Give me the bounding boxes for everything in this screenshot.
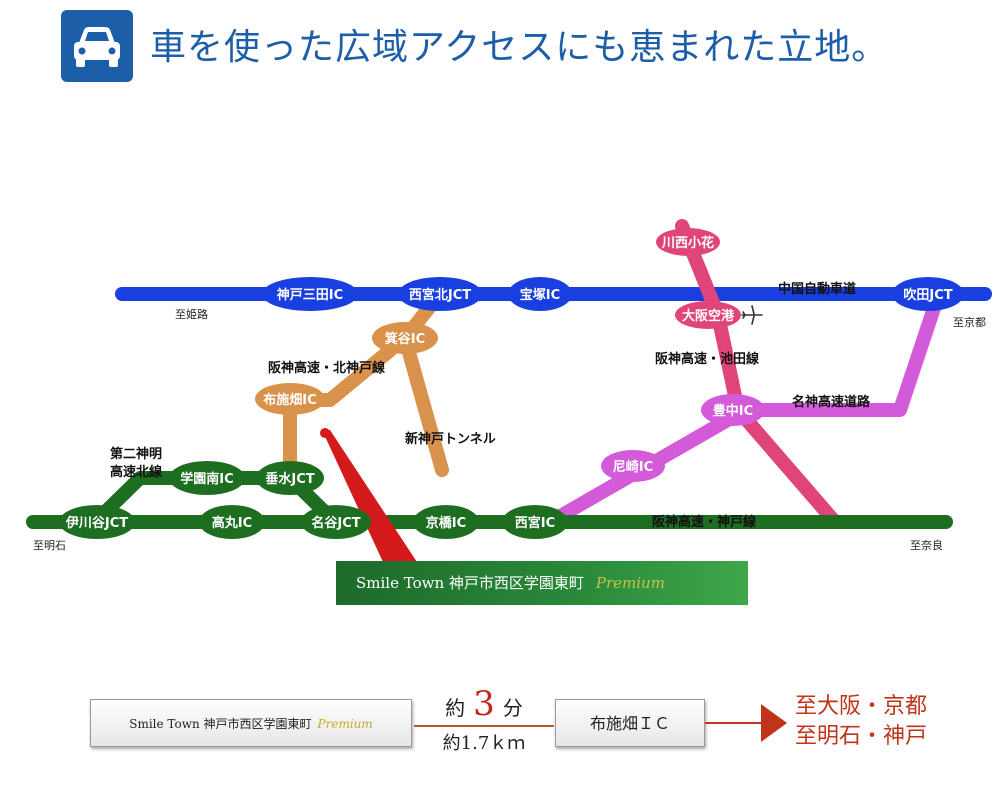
svg-text:箕谷IC: 箕谷IC <box>385 331 425 347</box>
node-fuseibata: 布施畑IC <box>255 383 325 415</box>
node-osaka-airport: 大阪空港 <box>675 301 741 329</box>
svg-text:伊川谷JCT: 伊川谷JCT <box>65 515 128 531</box>
time-value: 3 <box>473 684 495 724</box>
location-dot <box>320 428 330 438</box>
svg-text:布施畑IC: 布施畑IC <box>263 392 316 408</box>
label-chugoku: 中国自動車道 <box>778 281 856 297</box>
svg-text:垂水JCT: 垂水JCT <box>265 471 314 487</box>
location-pointer <box>323 430 417 562</box>
svg-text:高丸IC: 高丸IC <box>212 515 252 531</box>
property-banner: Smile Town 神戸市西区学園東町 Premium <box>336 561 748 605</box>
node-minoya: 箕谷IC <box>372 322 438 354</box>
label-hanshin-kitakobe: 阪神高速・北神戸線 <box>268 360 386 376</box>
hanshin-ikeda-road <box>675 219 842 529</box>
route-ic-box: 布施畑ＩＣ <box>555 699 705 747</box>
node-ikawadani: 伊川谷JCT <box>59 505 135 539</box>
svg-text:吹田JCT: 吹田JCT <box>903 287 952 303</box>
node-meiya: 名谷JCT <box>301 505 371 539</box>
route-origin-name: Smile Town 神戸市西区学園東町 <box>129 717 312 731</box>
label-to-nara: 至奈良 <box>910 538 943 552</box>
travel-distance: 約1.7ｋｍ <box>442 733 526 754</box>
svg-text:宝塚IC: 宝塚IC <box>520 287 560 303</box>
node-kawanishi-obana: 川西小花 <box>656 228 720 256</box>
label-to-himeji: 至姫路 <box>175 307 208 321</box>
node-toyonaka: 豊中IC <box>701 394 765 426</box>
node-kobe-sanda: 神戸三田IC <box>262 277 358 311</box>
destination-osaka-kyoto: 至大阪・京都 <box>795 694 928 719</box>
arrow-right-icon <box>705 704 787 742</box>
node-takarazuka: 宝塚IC <box>508 277 572 311</box>
page-title: 車を使った広域アクセスにも恵まれた立地。 <box>150 27 889 68</box>
time-unit: 分 <box>502 696 523 720</box>
airplane-icon <box>741 305 763 325</box>
svg-text:尼崎IC: 尼崎IC <box>613 459 653 475</box>
node-tarumi: 垂水JCT <box>256 461 324 495</box>
label-to-akashi: 至明石 <box>33 539 66 552</box>
route-origin-box: Smile Town 神戸市西区学園東町 Premium <box>90 699 412 747</box>
svg-text:川西小花: 川西小花 <box>661 235 714 251</box>
svg-text:西宮北JCT: 西宮北JCT <box>409 287 471 303</box>
label-to-kyoto: 至京都 <box>953 315 986 329</box>
route-ic-name: 布施畑ＩＣ <box>589 714 670 733</box>
svg-text:神戸三田IC: 神戸三田IC <box>277 287 343 303</box>
label-daini-shinmei-2: 高速北線 <box>110 464 163 480</box>
time-prefix: 約 <box>445 696 466 720</box>
banner-premium: Premium <box>595 574 665 592</box>
svg-text:京橋IC: 京橋IC <box>426 515 466 531</box>
banner-name: Smile Town 神戸市西区学園東町 <box>356 574 584 592</box>
node-suita: 吹田JCT <box>892 277 964 311</box>
label-hanshin-ikeda: 阪神高速・池田線 <box>655 351 760 367</box>
label-hanshin-kobe: 阪神高速・神戸線 <box>652 514 757 530</box>
svg-text:学園南IC: 学園南IC <box>180 471 233 487</box>
svg-text:西宮IC: 西宮IC <box>515 515 555 531</box>
route-origin-premium: Premium <box>317 717 373 731</box>
svg-text:大阪空港: 大阪空港 <box>682 308 735 324</box>
node-nishinomiya-kita: 西宮北JCT <box>398 277 482 311</box>
route-line <box>414 725 554 727</box>
svg-text:豊中IC: 豊中IC <box>713 403 753 419</box>
label-meishin: 名神高速道路 <box>792 394 871 410</box>
node-nishinomiya: 西宮IC <box>502 505 568 539</box>
destinations: 至大阪・京都 至明石・神戸 <box>795 692 927 752</box>
hanshin-kitakobe-road <box>283 331 449 477</box>
node-kyobashi: 京橋IC <box>413 505 479 539</box>
label-daini-shinmei-1: 第二神明 <box>110 446 162 462</box>
node-gakuenminami: 学園南IC <box>169 461 245 495</box>
svg-text:名谷JCT: 名谷JCT <box>311 515 360 531</box>
car-icon <box>61 10 133 82</box>
destination-akashi-kobe: 至明石・神戸 <box>795 724 928 749</box>
node-amagasaki: 尼崎IC <box>601 450 665 482</box>
node-takamaru: 高丸IC <box>199 505 265 539</box>
label-shin-kobe-tunnel: 新神戸トンネル <box>405 431 496 447</box>
